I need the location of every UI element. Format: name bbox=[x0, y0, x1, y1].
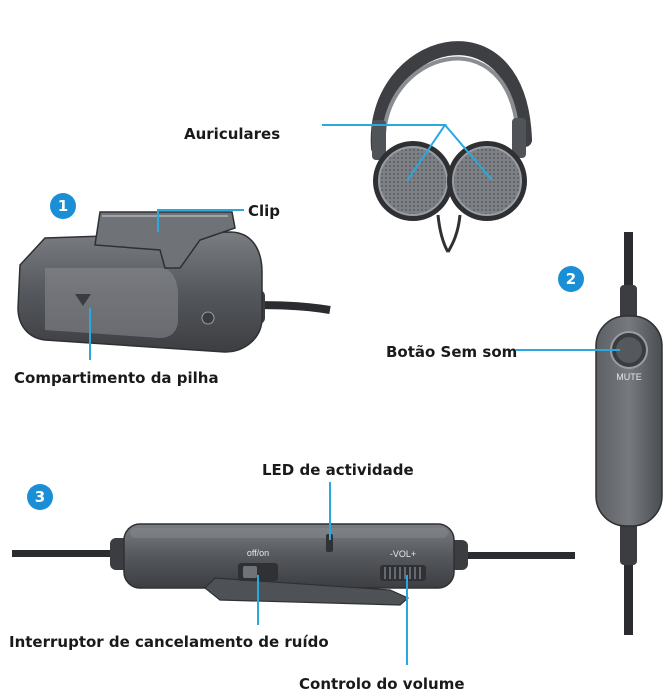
battery-unit-illustration bbox=[17, 211, 331, 353]
label-volume: Controlo do volume bbox=[299, 675, 465, 693]
leader-clip bbox=[157, 209, 244, 232]
svg-text:3: 3 bbox=[35, 488, 45, 506]
badge-1: 1 bbox=[50, 193, 76, 219]
label-interruptor: Interruptor de cancelamento de ruído bbox=[9, 633, 329, 651]
headphones-illustration bbox=[370, 41, 532, 253]
vol-text: -VOL+ bbox=[390, 549, 416, 559]
mute-text: MUTE bbox=[616, 372, 642, 382]
badge-2: 2 bbox=[558, 266, 584, 292]
inline-control-illustration bbox=[12, 523, 575, 606]
label-compartimento: Compartimento da pilha bbox=[14, 369, 219, 387]
mute-remote-illustration bbox=[595, 232, 663, 635]
label-clip: Clip bbox=[248, 202, 280, 220]
label-led: LED de actividade bbox=[262, 461, 414, 479]
svg-text:1: 1 bbox=[58, 197, 68, 215]
off-on-text: off/on bbox=[247, 548, 269, 558]
label-botao-sem-som: Botão Sem som bbox=[386, 343, 517, 361]
label-auriculares: Auriculares bbox=[184, 125, 280, 143]
badge-3: 3 bbox=[27, 484, 53, 510]
svg-text:2: 2 bbox=[566, 270, 576, 288]
leader-auriculares bbox=[322, 124, 493, 182]
